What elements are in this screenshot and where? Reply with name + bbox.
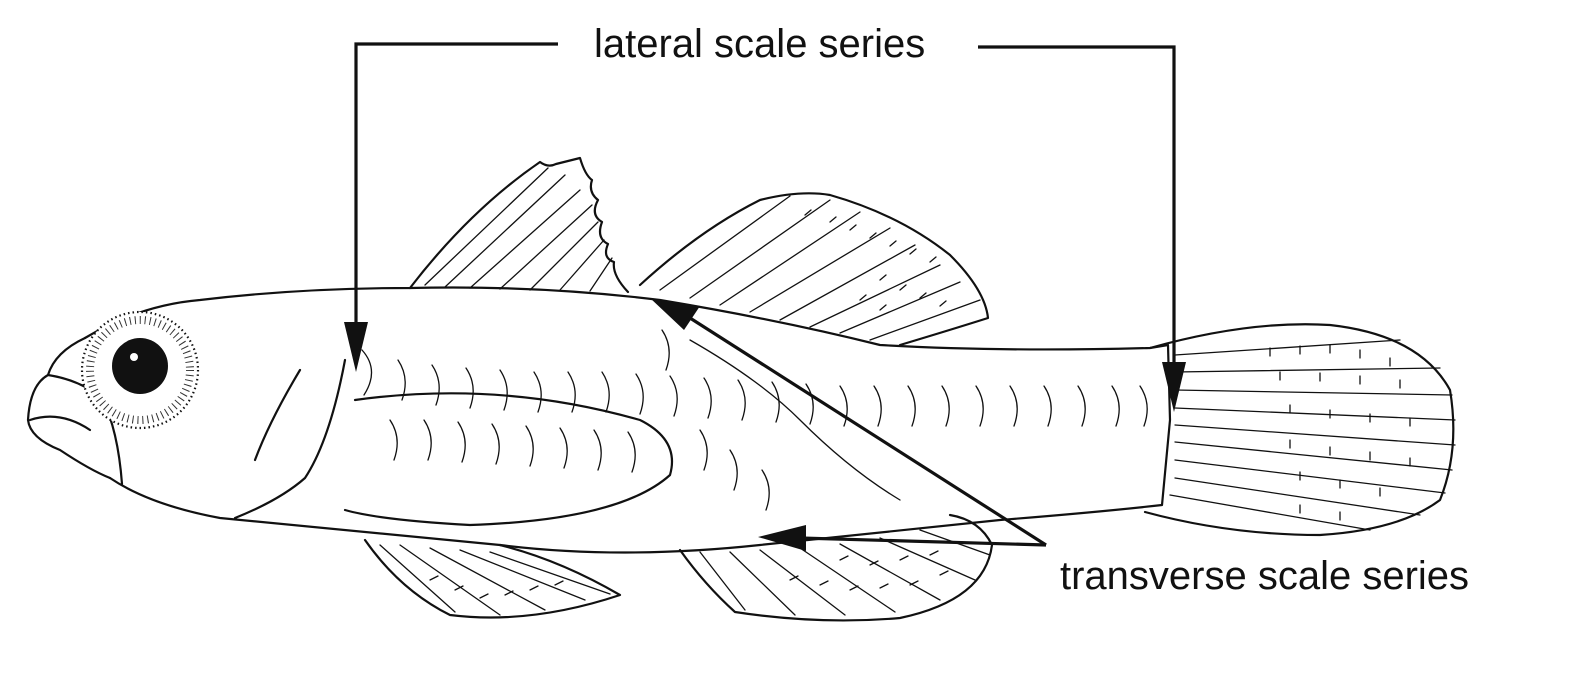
fish-body: [26, 286, 1172, 554]
transverse-scale-series-label: transverse scale series: [1054, 556, 1476, 596]
lateral-scale-series-label: lateral scale series: [588, 24, 932, 64]
anal-fin: [678, 513, 994, 622]
lateral-leader: [344, 42, 1186, 412]
pelvic-fin: [363, 538, 622, 619]
transverse-leader: [650, 298, 1047, 551]
second-dorsal-fin: [638, 192, 990, 347]
scale-marks: [361, 329, 1148, 511]
eye: [80, 310, 200, 430]
caudal-fin: [1143, 323, 1456, 537]
first-dorsal-fin: [408, 156, 630, 294]
